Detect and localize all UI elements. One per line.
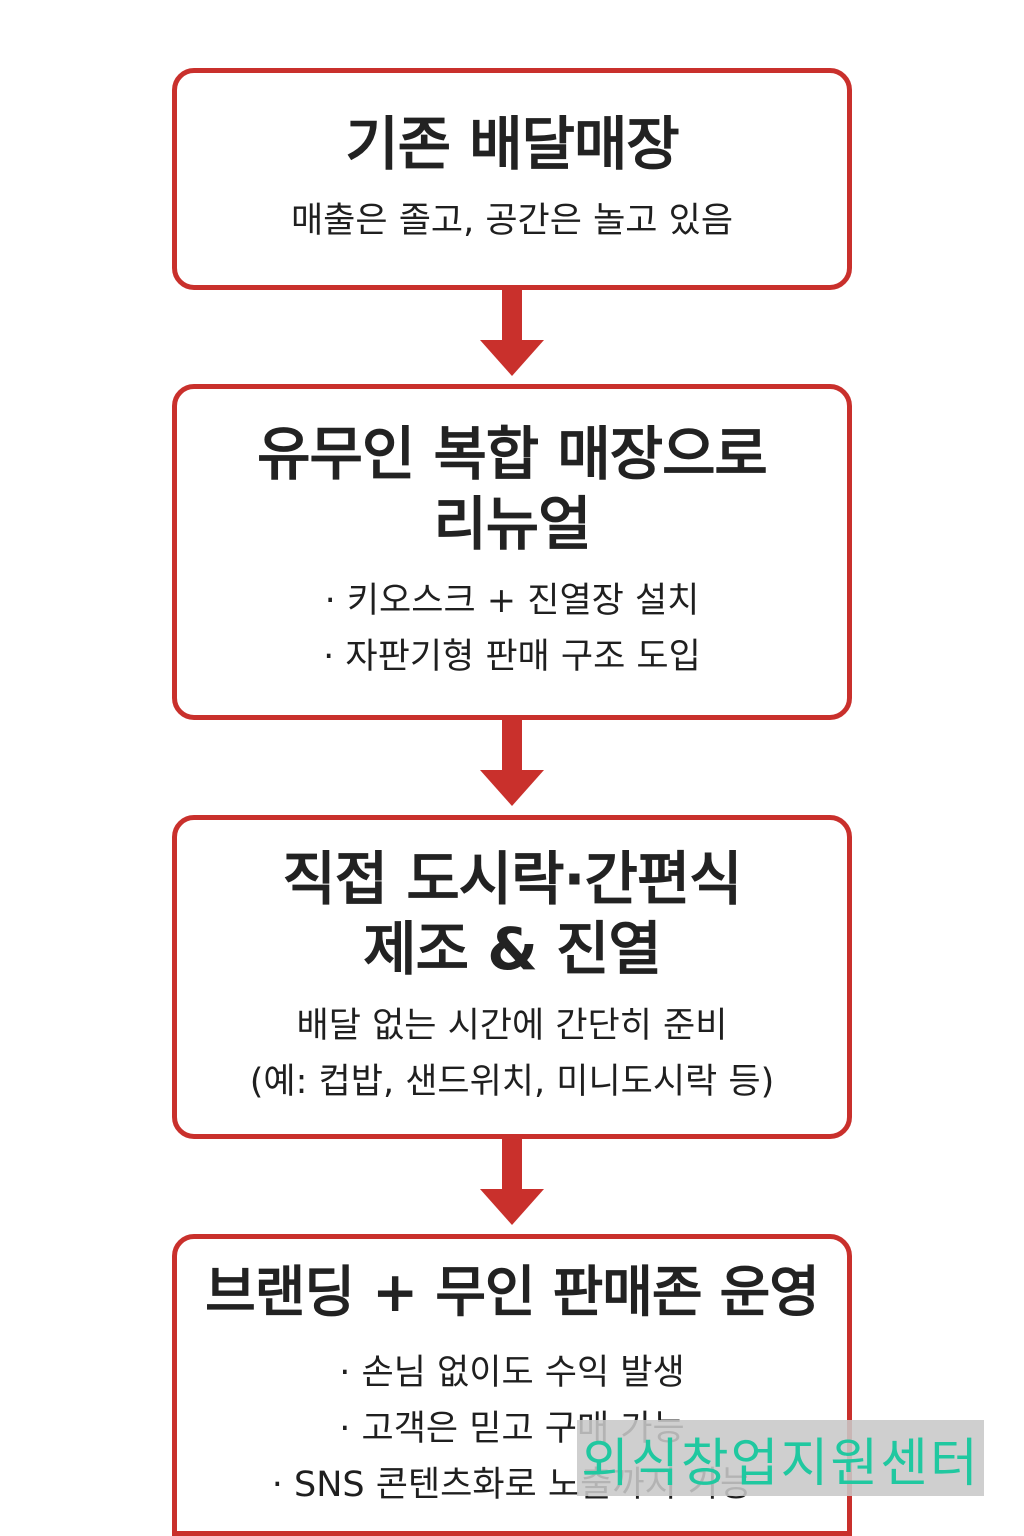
step-box-branding: 브랜딩 + 무인 판매존 운영 · 손님 없이도 수익 발생 · 고객은 믿고 … [172,1234,852,1536]
step-title: 브랜딩 + 무인 판매존 운영 [205,1260,820,1324]
down-arrow-icon [480,290,544,380]
list-item: · 키오스크 + 진열장 설치 [324,581,700,621]
step-box-existing-store: 기존 배달매장 매출은 졸고, 공간은 놀고 있음 [172,68,852,290]
watermark-text: 외식창업지원센터 [581,1433,980,1494]
list-item: · 손님 없이도 수익 발생 [339,1353,685,1393]
step-box-renewal: 유무인 복합 매장으로 리뉴얼 · 키오스크 + 진열장 설치 · 자판기형 판… [172,384,852,720]
watermark: 외식창업지원센터 [577,1420,984,1496]
step-title: 직접 도시락·간편식 제조 & 진열 [282,845,742,983]
step-title: 기존 배달매장 [345,110,679,178]
list-item: · 자판기형 판매 구조 도입 [323,637,701,677]
step-description: 매출은 졸고, 공간은 놀고 있음 [290,201,734,241]
list-item: (예: 컵밥, 샌드위치, 미니도시락 등) [249,1062,775,1102]
down-arrow-icon [480,1139,544,1229]
description-list: 배달 없는 시간에 간단히 준비 (예: 컵밥, 샌드위치, 미니도시락 등) [250,998,774,1110]
down-arrow-icon [480,720,544,810]
step-title: 유무인 복합 매장으로 리뉴얼 [257,420,768,558]
bullet-list: · 키오스크 + 진열장 설치 · 자판기형 판매 구조 도입 [323,573,701,685]
list-item: 배달 없는 시간에 간단히 준비 [296,1006,728,1046]
step-box-manufacture: 직접 도시락·간편식 제조 & 진열 배달 없는 시간에 간단히 준비 (예: … [172,815,852,1139]
